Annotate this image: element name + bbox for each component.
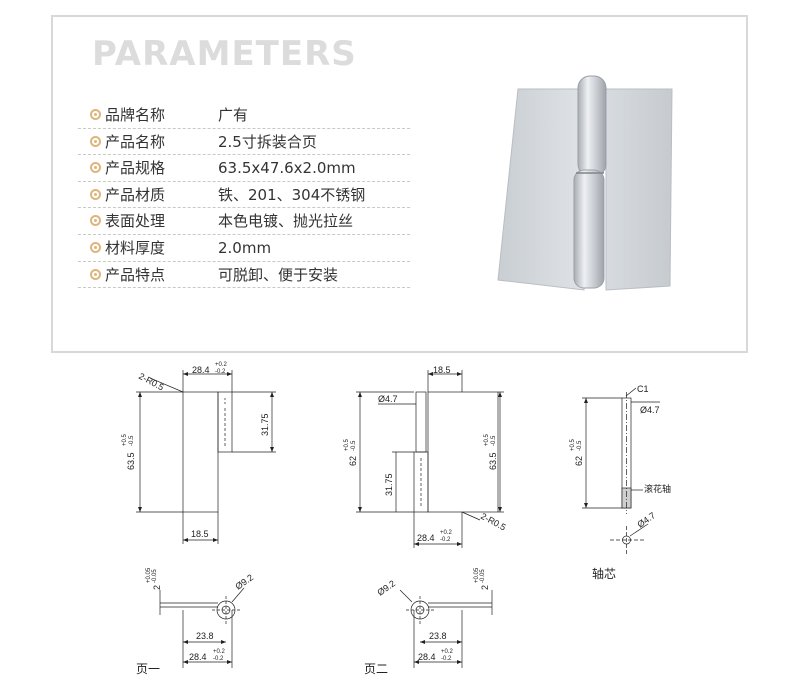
dim-chamfer: C1 xyxy=(637,384,649,394)
param-row: 产品名称 2.5寸拆装合页 xyxy=(78,129,410,156)
param-label: 产品规格 xyxy=(105,159,166,178)
dim-height-leaf2: 62 xyxy=(348,456,358,466)
dim-bend-diameter: Ø9.2 xyxy=(233,572,255,591)
parameters-frame xyxy=(51,15,748,353)
dim-tol-plus: +0.2 xyxy=(215,362,228,368)
leaf-one-end-view xyxy=(159,587,245,668)
param-value: 63.5x47.6x2.0mm xyxy=(218,159,356,178)
dim-tol-minus: -0.2 xyxy=(441,656,452,662)
param-label: 产品特点 xyxy=(105,265,166,284)
dim-23-8: 23.8 xyxy=(196,631,214,641)
dim-tol-h-plus: +0.5 xyxy=(570,438,576,451)
leaf-one-front-view xyxy=(136,370,276,544)
dim-tol-h-plus: +0.5 xyxy=(344,438,350,451)
dim-width-end1: 28.4 xyxy=(189,652,207,662)
param-label: 表面处理 xyxy=(105,212,166,231)
dim-radius-leaf1: 2-R0.5 xyxy=(137,371,166,393)
caption-leaf-one: 页一 xyxy=(136,662,160,676)
dim-thk-plus: +0.05 xyxy=(474,567,480,583)
dim-height-leaf2-right: 63.5 xyxy=(488,452,498,470)
param-row: 产品规格 63.5x47.6x2.0mm xyxy=(78,155,410,182)
bullet-icon xyxy=(90,188,101,200)
dim-tol-minus: -0.2 xyxy=(440,537,451,543)
dim-tol-plus: +0.2 xyxy=(440,530,453,536)
leaf-two-front-view xyxy=(356,370,504,548)
param-label: 产品材质 xyxy=(105,185,166,204)
param-row: 产品特点 可脱卸、便于安装 xyxy=(78,262,410,289)
dim-radius-leaf2: 2-R0.5 xyxy=(479,511,508,533)
bullet-icon xyxy=(90,268,101,280)
dim-tol-h-plus: +0.5 xyxy=(122,433,128,446)
dim-pin-dia: Ø4.7 xyxy=(640,405,660,415)
dim-tol-h-minus: -0.5 xyxy=(491,435,497,446)
bullet-icon xyxy=(90,215,101,227)
bullet-icon xyxy=(90,241,101,253)
dim-knuckle-leaf2: 31.75 xyxy=(384,473,394,496)
dim-tol-h-minus: -0.5 xyxy=(577,440,583,451)
hinge-photo xyxy=(497,75,673,291)
bullet-icon xyxy=(90,109,101,120)
dim-tol-h-plus: +0.5 xyxy=(484,433,490,446)
dim-width-leaf1: 28.4 xyxy=(192,365,210,375)
dim-tol-minus: -0.2 xyxy=(215,369,226,375)
dim-tol-minus: -0.2 xyxy=(213,656,224,662)
dim-tol-h-minus: -0.5 xyxy=(351,440,357,451)
param-value: 广有 xyxy=(218,106,249,124)
dim-tol-h-minus: -0.5 xyxy=(129,435,135,446)
dim-width-leaf2: 28.4 xyxy=(417,533,435,543)
caption-leaf-two: 页二 xyxy=(364,662,388,676)
dim-thickness: 2 xyxy=(480,585,490,590)
dim-knuckle-leaf1: 31.75 xyxy=(260,413,270,436)
param-row: 表面处理 本色电镀、抛光拉丝 xyxy=(78,208,410,235)
dim-height-leaf1: 63.5 xyxy=(126,452,136,470)
dim-tol-plus: +0.2 xyxy=(213,649,226,655)
dim-width-end2: 28.4 xyxy=(418,652,436,662)
pin-side-view xyxy=(582,387,660,554)
param-row: 品牌名称 广有 xyxy=(78,102,410,129)
parameters-heading: PARAMETERS xyxy=(92,34,357,74)
param-row: 材料厚度 2.0mm xyxy=(78,235,410,262)
caption-pin: 轴芯 xyxy=(592,566,616,581)
bullet-icon xyxy=(90,162,101,174)
dim-leaf-width: 18.5 xyxy=(191,529,209,539)
param-row: 产品材质 铁、201、304不锈钢 xyxy=(78,182,410,209)
dim-tol-plus: +0.2 xyxy=(441,649,454,655)
dim-thickness: 2 xyxy=(152,585,162,590)
dim-leaf2-top: 18.5 xyxy=(433,365,451,375)
dim-pin-end-dia: Ø4.7 xyxy=(635,510,657,529)
param-value: 可脱卸、便于安装 xyxy=(218,265,339,284)
param-value: 铁、201、304不锈钢 xyxy=(218,185,366,204)
dim-bend-diameter: Ø9.2 xyxy=(375,578,397,597)
dim-pin-height: 62 xyxy=(574,456,584,466)
leaf-two-end-view xyxy=(399,589,493,668)
param-value: 2.5寸拆装合页 xyxy=(218,132,317,151)
param-label: 品牌名称 xyxy=(105,106,166,124)
param-label: 材料厚度 xyxy=(105,238,166,257)
roller-label: 滚花轴 xyxy=(644,483,671,494)
dim-thk-plus: +0.05 xyxy=(146,567,152,583)
param-value: 本色电镀、抛光拉丝 xyxy=(218,212,354,231)
param-value: 2.0mm xyxy=(218,238,272,257)
dim-thk-minus: -0.05 xyxy=(152,569,158,583)
dim-thk-minus: -0.05 xyxy=(480,569,486,583)
bullet-icon xyxy=(90,135,101,147)
param-label: 产品名称 xyxy=(105,132,166,151)
dim-pin-diameter: Ø4.7 xyxy=(378,394,398,404)
dim-23-8: 23.8 xyxy=(429,631,447,641)
